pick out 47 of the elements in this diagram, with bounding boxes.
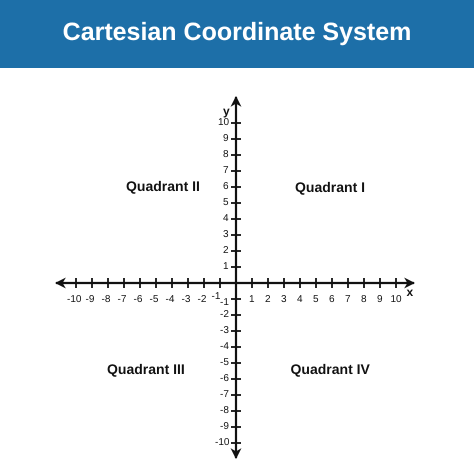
tick-label: -8 bbox=[220, 406, 229, 416]
tick-label: 3 bbox=[281, 295, 287, 305]
tick-label: -8 bbox=[102, 295, 110, 305]
tick-label: -1 bbox=[212, 292, 220, 302]
tick-label: -7 bbox=[118, 295, 126, 305]
tick-label: -6 bbox=[220, 374, 229, 384]
tick-label: 2 bbox=[265, 295, 271, 305]
axis-label: y bbox=[223, 105, 230, 117]
tick-label: -4 bbox=[220, 342, 229, 352]
tick-label: 10 bbox=[218, 118, 230, 128]
tick-label: -6 bbox=[134, 295, 142, 305]
tick-label: -5 bbox=[220, 358, 229, 368]
tick-label: 1 bbox=[249, 295, 255, 305]
tick-label: 5 bbox=[223, 198, 229, 208]
tick-label: -5 bbox=[150, 295, 158, 305]
quadrant-label: Quadrant III bbox=[107, 362, 185, 376]
axis-label: x bbox=[406, 286, 414, 298]
tick-label: 2 bbox=[223, 246, 229, 256]
tick-label: 1 bbox=[223, 262, 229, 272]
tick-label: 10 bbox=[390, 295, 402, 305]
tick-label: -4 bbox=[166, 295, 174, 305]
tick-label: -3 bbox=[220, 326, 229, 336]
tick-label: -2 bbox=[220, 310, 229, 320]
tick-label: -2 bbox=[198, 295, 206, 305]
quadrant-label: Quadrant IV bbox=[290, 362, 370, 376]
tick-label: 6 bbox=[223, 182, 229, 192]
quadrant-label: Quadrant I bbox=[295, 180, 366, 194]
tick-label: -9 bbox=[220, 422, 229, 432]
tick-label: -10 bbox=[67, 295, 82, 305]
tick-label: 4 bbox=[223, 214, 229, 224]
tick-label: 7 bbox=[345, 295, 351, 305]
tick-label: 8 bbox=[361, 295, 367, 305]
quadrant-label: Quadrant II bbox=[126, 179, 200, 193]
tick-label: 4 bbox=[297, 295, 303, 305]
tick-label: 5 bbox=[313, 295, 319, 305]
tick-label: 6 bbox=[329, 295, 335, 305]
tick-label: -9 bbox=[86, 295, 94, 305]
tick-label: -7 bbox=[220, 390, 229, 400]
tick-label: 9 bbox=[377, 295, 383, 305]
tick-label: -3 bbox=[182, 295, 190, 305]
tick-label: -10 bbox=[215, 438, 230, 448]
title: Cartesian Coordinate System bbox=[62, 18, 412, 47]
tick-label: 9 bbox=[223, 134, 229, 144]
tick-label: 7 bbox=[223, 166, 229, 176]
tick-label: 8 bbox=[223, 150, 229, 160]
tick-label: -1 bbox=[220, 298, 229, 308]
tick-label: 3 bbox=[223, 230, 229, 240]
